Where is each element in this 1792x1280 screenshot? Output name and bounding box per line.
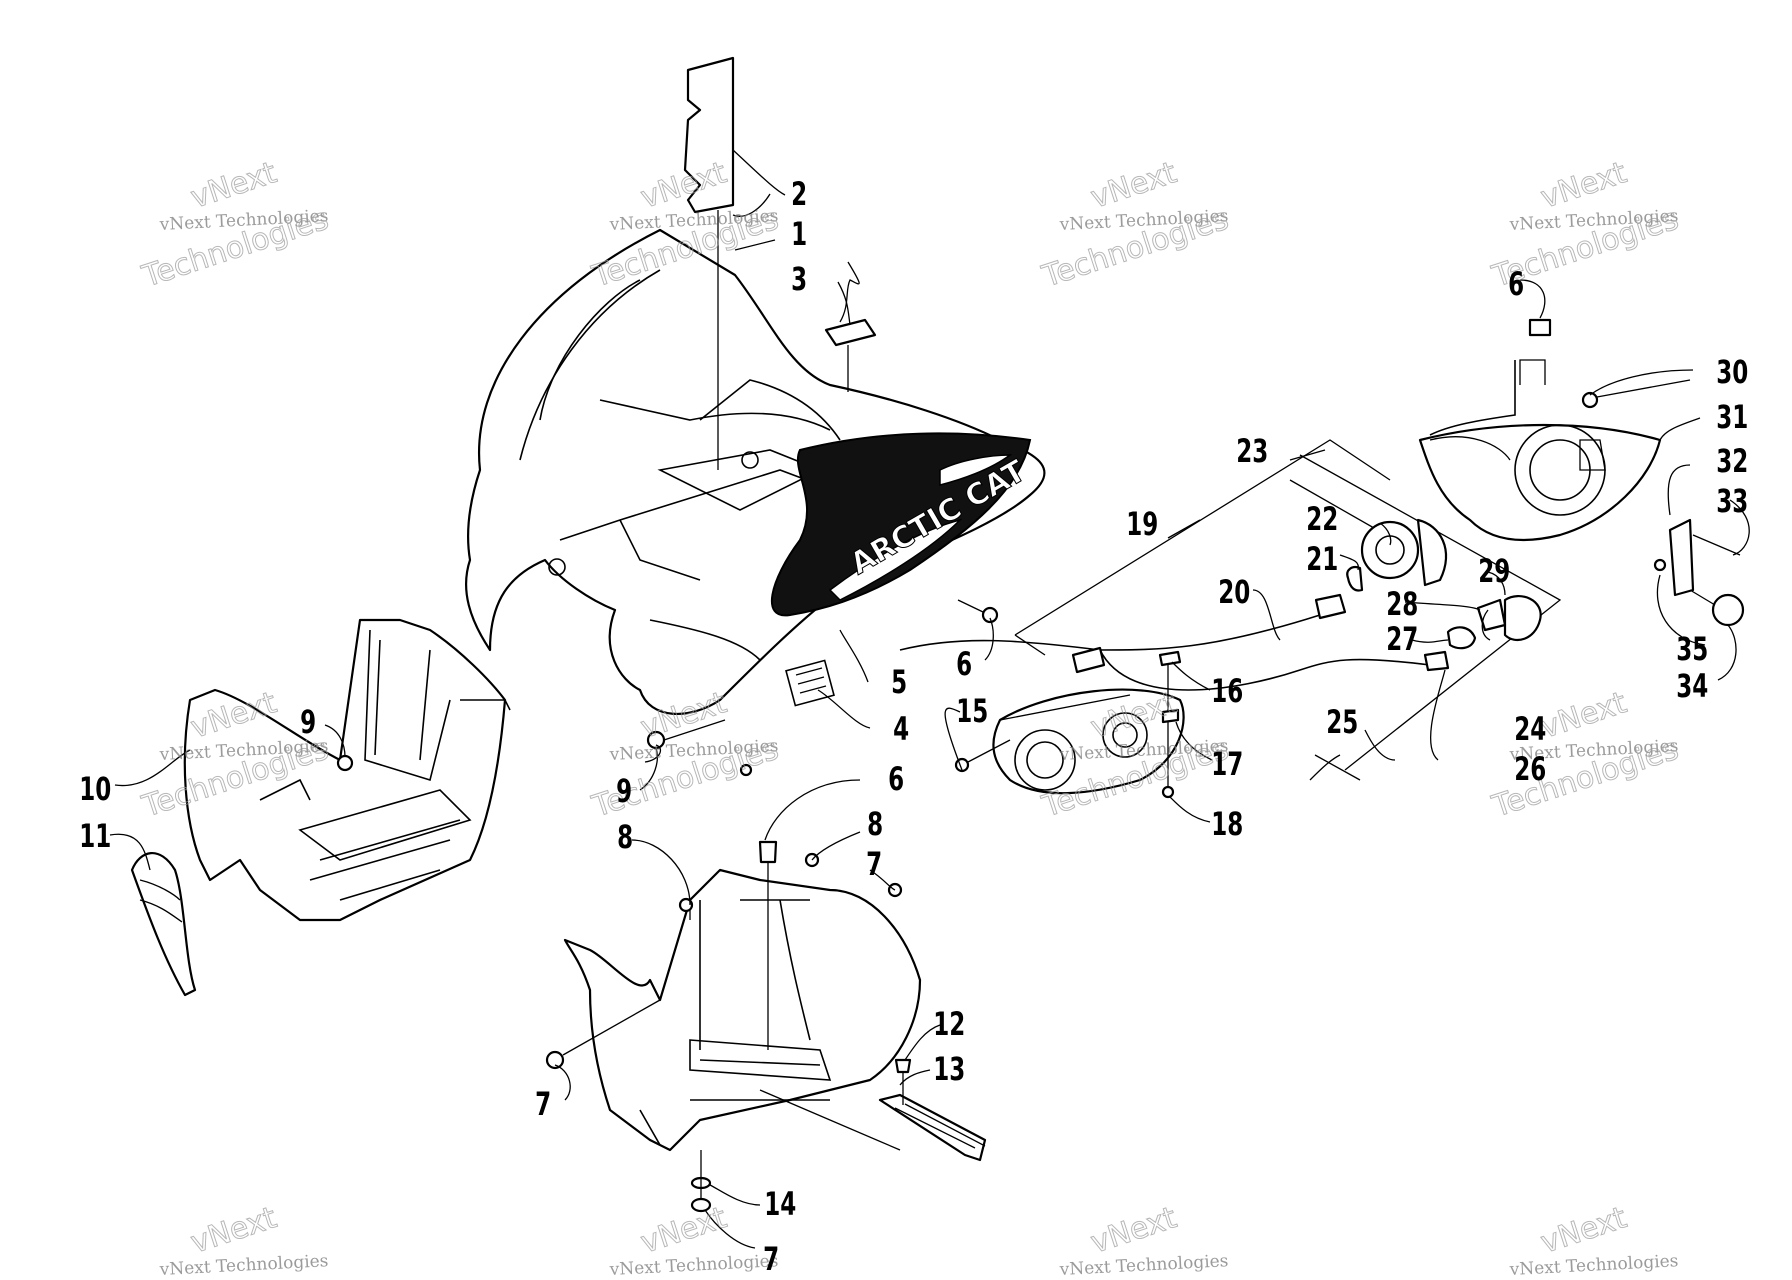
callout-6: 6 [956, 645, 972, 683]
callout-24: 24 [1514, 710, 1546, 748]
callout-9: 9 [300, 703, 316, 741]
callout-32: 32 [1716, 442, 1748, 480]
fasteners [336, 599, 999, 1213]
callout-34: 34 [1676, 667, 1708, 705]
watermark-text: vNext Technologies [608, 1251, 779, 1280]
warning-decal [824, 261, 877, 392]
callout-27: 27 [1386, 620, 1418, 658]
watermark-text: vNext [1537, 1200, 1631, 1260]
callout-6: 6 [1508, 265, 1524, 303]
callout-25: 25 [1326, 703, 1358, 741]
callout-7: 7 [535, 1085, 551, 1123]
watermark-text: vNext [187, 1200, 281, 1260]
callout-31: 31 [1716, 398, 1748, 436]
lower-footwell [563, 840, 922, 1152]
callout-15: 15 [956, 692, 988, 730]
wiring-harness [899, 593, 1450, 691]
callout-23: 23 [1236, 432, 1268, 470]
callout-9: 9 [616, 772, 632, 810]
callout-5: 5 [891, 663, 907, 701]
light-assembly [1014, 318, 1691, 781]
callout-30: 30 [1716, 353, 1748, 391]
watermark-text: vNext Technologies [158, 1251, 329, 1280]
callout-1: 1 [791, 215, 807, 253]
callout-4: 4 [893, 710, 909, 748]
callout-20: 20 [1218, 573, 1250, 611]
callout-labels: 1 2 3 4 5 6 6 6 7 7 7 8 8 9 9 10 11 12 1… [79, 175, 1748, 1278]
watermark-text: vNext Technologies [1058, 1251, 1229, 1280]
mud-flap-insert [683, 56, 786, 470]
callout-7: 7 [866, 845, 882, 883]
callout-10: 10 [79, 770, 111, 808]
headlight-housing [954, 650, 1185, 799]
callout-2: 2 [791, 175, 807, 213]
callout-3: 3 [791, 260, 807, 298]
callout-28: 28 [1386, 585, 1418, 623]
callout-17: 17 [1211, 745, 1243, 783]
callout-13: 13 [933, 1050, 965, 1088]
callout-7: 7 [763, 1240, 779, 1278]
watermark-text: vNext [187, 155, 281, 215]
callout-11: 11 [79, 817, 111, 855]
callout-12: 12 [933, 1005, 965, 1043]
watermark-text: vNext [1087, 1200, 1181, 1260]
leader-lines [109, 193, 1750, 1249]
callout-8: 8 [617, 818, 633, 856]
step-plate [878, 1058, 987, 1162]
callout-26: 26 [1514, 750, 1546, 788]
watermark-text: vNext Technologies [1508, 1251, 1679, 1280]
callout-33: 33 [1716, 482, 1748, 520]
callout-22: 22 [1306, 500, 1338, 538]
callout-16: 16 [1211, 672, 1243, 710]
callout-19: 19 [1126, 505, 1158, 543]
callout-35: 35 [1676, 630, 1708, 668]
callout-14: 14 [764, 1185, 796, 1223]
callout-29: 29 [1478, 552, 1510, 590]
watermark-text: vNext [1537, 155, 1631, 215]
callout-8: 8 [867, 805, 883, 843]
callout-21: 21 [1306, 540, 1338, 578]
watermark-text: vNext [637, 1200, 731, 1260]
callout-18: 18 [1211, 805, 1243, 843]
callout-6: 6 [888, 760, 904, 798]
watermark-text: vNext [1087, 155, 1181, 215]
watermark-text: vNext [1537, 685, 1631, 745]
mount-bracket [1653, 518, 1745, 627]
